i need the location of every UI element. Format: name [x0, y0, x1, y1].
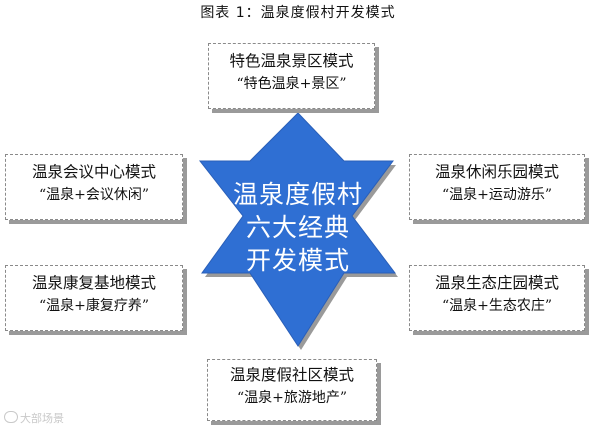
center-title-line-1: 温泉度假村 [232, 180, 363, 209]
center-title-line-2: 六大经典 [245, 213, 350, 242]
figure-title: 图表 1：温泉度假村开发模式 [200, 5, 396, 21]
mode-name: 温泉度假社区模式 [229, 366, 354, 384]
mode-desc: “温泉+会议休闲” [38, 187, 150, 203]
watermark-logo-icon [4, 411, 18, 423]
mode-name: 温泉生态庄园模式 [434, 274, 559, 292]
watermark-text: 大部场景 [20, 412, 64, 425]
mode-desc: “温泉+旅游地产” [236, 390, 348, 406]
mode-desc: “温泉+康复疗养” [38, 298, 150, 314]
star-shape [198, 112, 397, 347]
mode-box-leisure-park: 温泉休闲乐园模式 “温泉+运动游乐” [409, 154, 585, 220]
mode-desc: “特色温泉+景区” [236, 76, 347, 92]
mode-name: 特色温泉景区模式 [229, 52, 354, 70]
mode-name: 温泉康复基地模式 [31, 274, 156, 292]
mode-box-scenic-spot: 特色温泉景区模式 “特色温泉+景区” [208, 43, 375, 109]
mode-box-rehab-base: 温泉康复基地模式 “温泉+康复疗养” [5, 265, 183, 331]
mode-box-resort-community: 温泉度假社区模式 “温泉+旅游地产” [207, 359, 377, 421]
mode-name: 温泉会议中心模式 [31, 163, 156, 181]
mode-desc: “温泉+生态农庄” [441, 298, 553, 314]
watermark: 大部场景 [4, 410, 64, 426]
mode-box-eco-farm: 温泉生态庄园模式 “温泉+生态农庄” [409, 265, 585, 331]
center-title-line-3: 开发模式 [245, 246, 350, 275]
mode-box-conference-center: 温泉会议中心模式 “温泉+会议休闲” [5, 154, 183, 220]
mode-desc: “温泉+运动游乐” [441, 187, 553, 203]
mode-name: 温泉休闲乐园模式 [434, 163, 559, 181]
